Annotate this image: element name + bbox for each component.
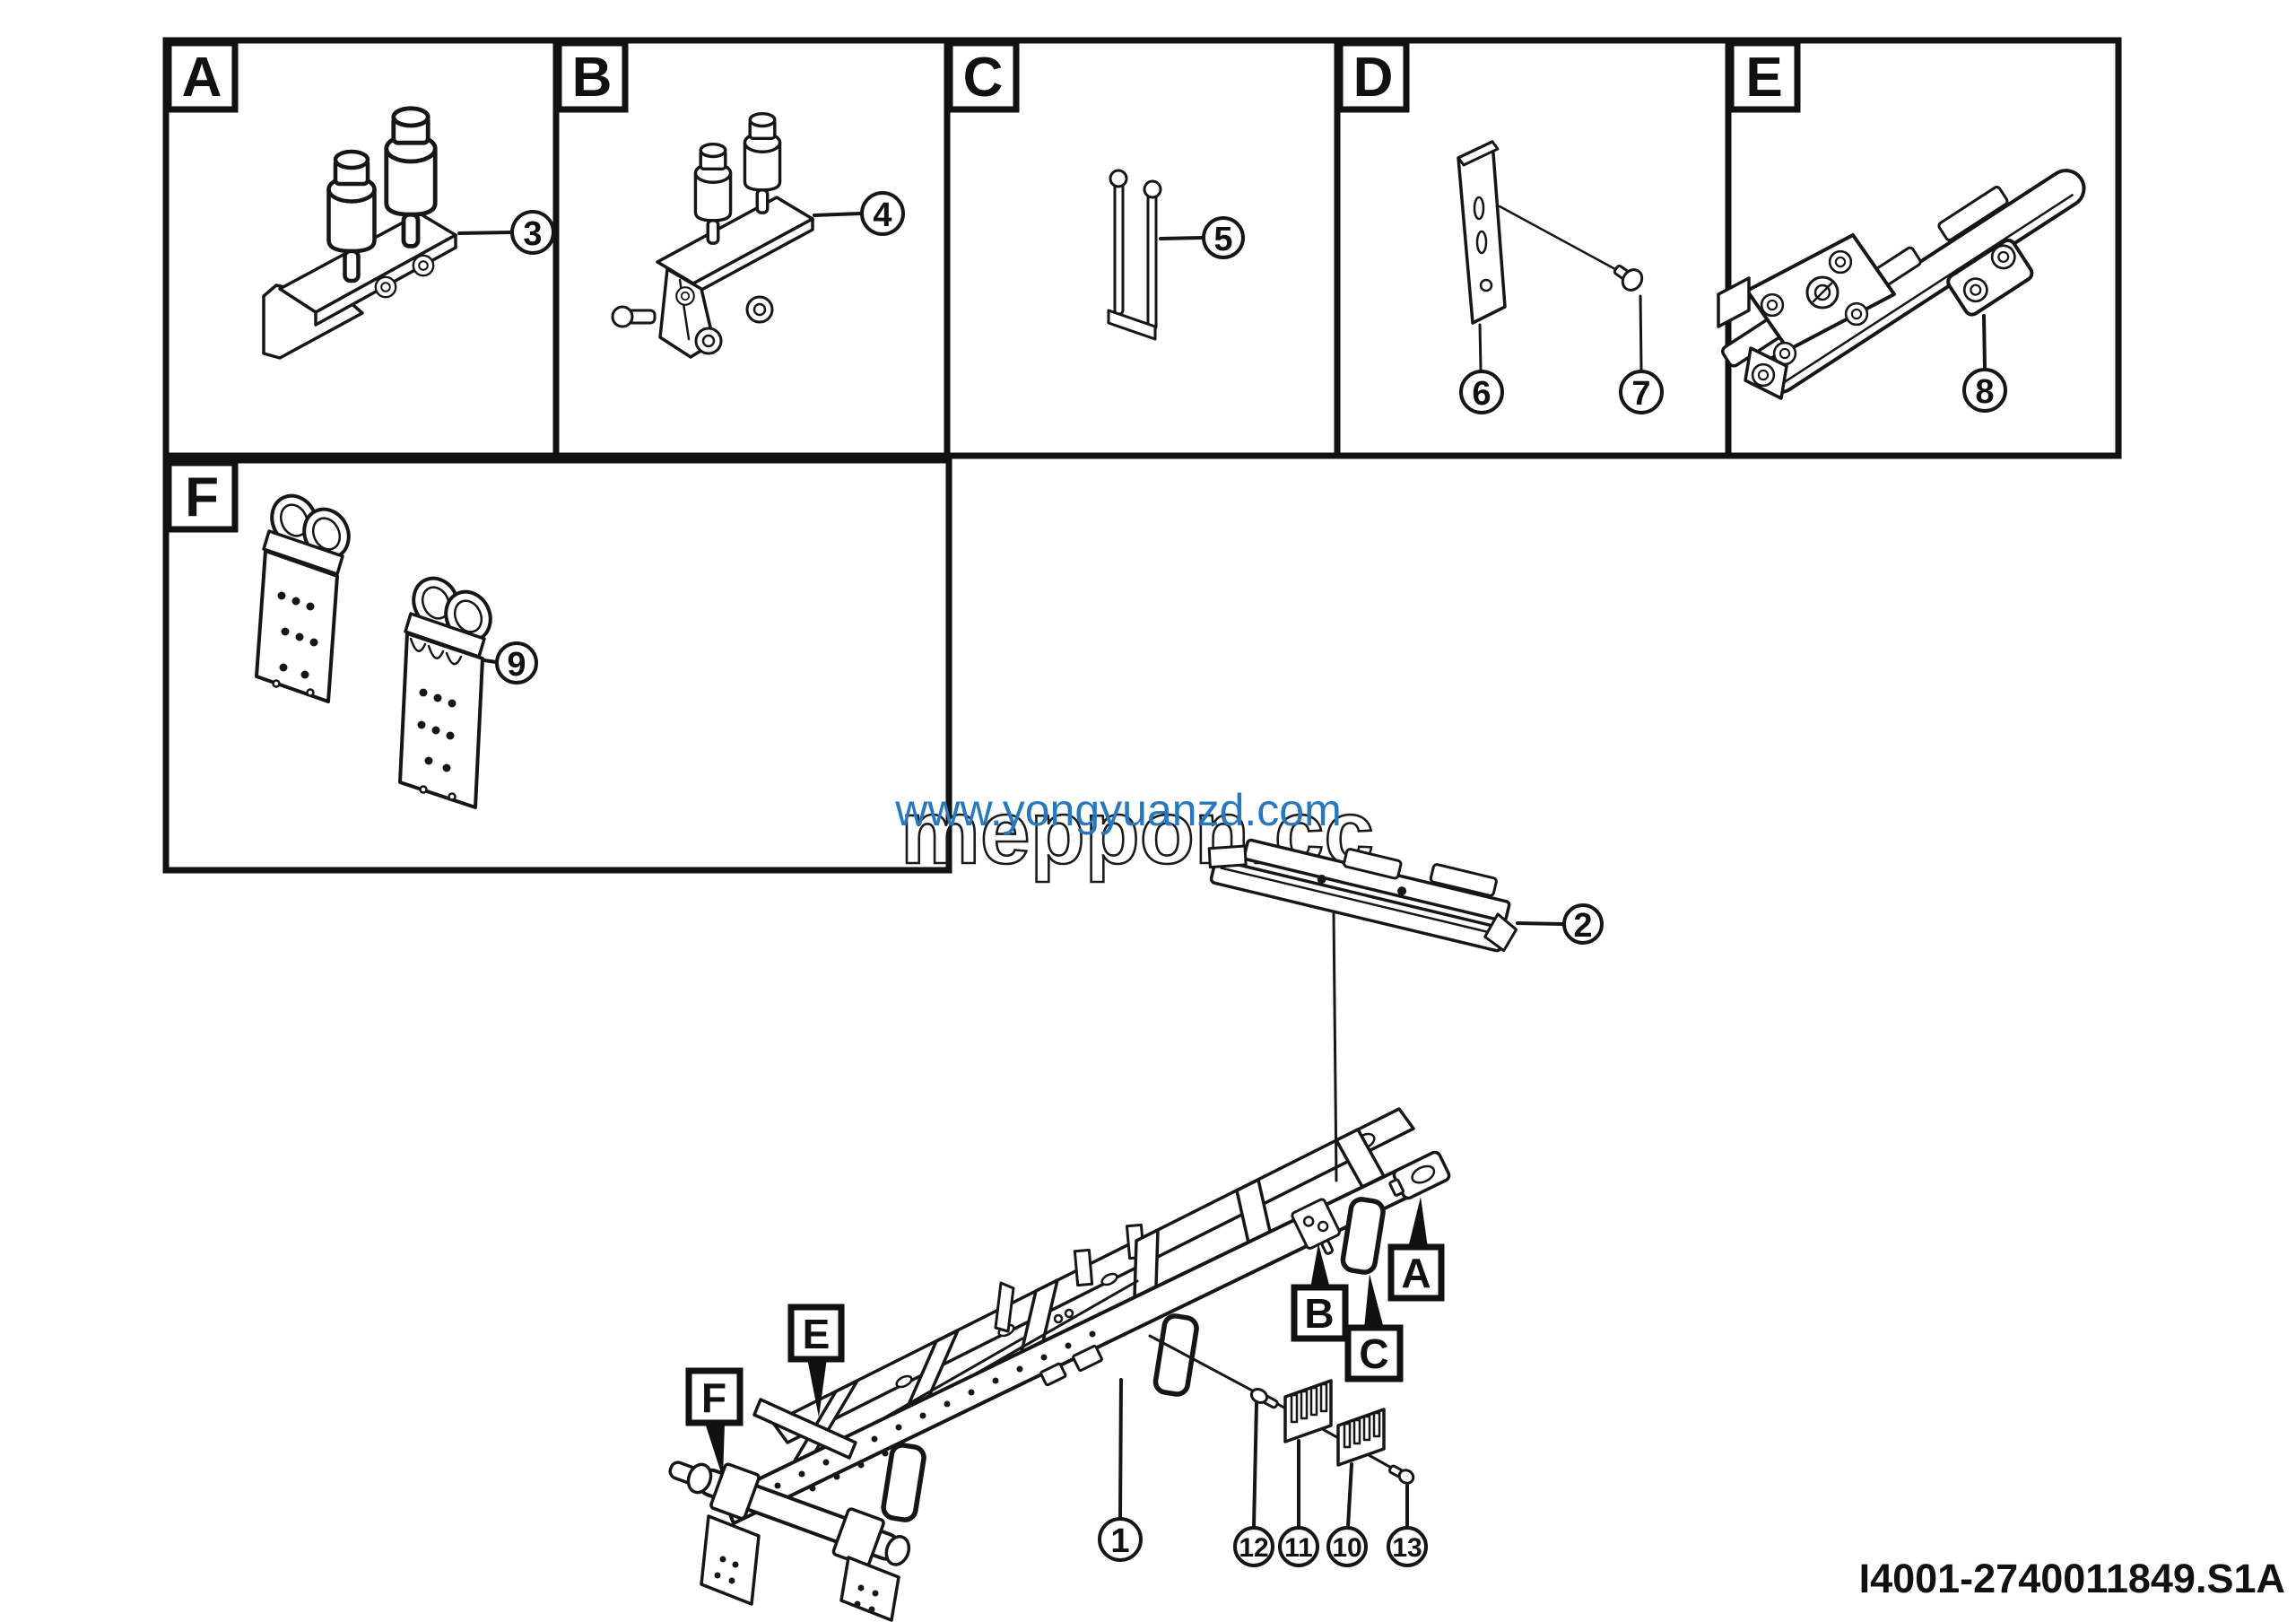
part-6-drawing: 6 xyxy=(1457,140,1507,414)
panel-f-letterbox xyxy=(165,459,239,533)
ref-box-c xyxy=(1344,1324,1404,1382)
panel-e-letterbox xyxy=(1727,39,1801,113)
part-3-drawing: 3 xyxy=(262,109,555,360)
callout-number-4: 4 xyxy=(873,196,891,234)
panel-e-border xyxy=(1725,37,2122,459)
panel-f-letter: F xyxy=(185,467,219,528)
callout-number-1: 1 xyxy=(1110,1522,1129,1560)
bracket-right-part9 xyxy=(398,576,492,809)
callout-circle-9 xyxy=(495,641,538,685)
part-2-drawing: 2 xyxy=(1207,838,1604,1182)
part-5-drawing: 5 xyxy=(1107,169,1245,341)
part-9-drawing: 9 xyxy=(255,493,538,809)
callout-circle-11 xyxy=(1278,1526,1319,1567)
bolt-13 xyxy=(1388,1464,1415,1485)
ref-letter-a: A xyxy=(1401,1250,1431,1296)
callout-number-12: 12 xyxy=(1239,1533,1268,1563)
callout-circle-5 xyxy=(1202,216,1245,259)
callout-number-2: 2 xyxy=(1573,907,1592,945)
panel-b-letter: B xyxy=(572,47,613,109)
callout-number-13: 13 xyxy=(1392,1533,1422,1563)
part-8-drawing: 8 xyxy=(1717,169,2086,413)
ref-letter-e: E xyxy=(803,1311,831,1357)
part-7-drawing: 7 xyxy=(1498,205,1664,414)
panel-grid: A B C D E F xyxy=(162,37,2122,874)
mounted-clamp-a xyxy=(1388,1150,1451,1200)
panel-b-letterbox xyxy=(555,39,629,113)
ref-box-f xyxy=(685,1367,744,1426)
front-cross-tube xyxy=(668,1461,911,1567)
part-4-drawing: 4 xyxy=(611,111,905,359)
ref-letter-b: B xyxy=(1304,1290,1334,1337)
ref-letter-f: F xyxy=(701,1374,726,1421)
callout-circle-6 xyxy=(1459,370,1504,414)
location-labels: A B C E F xyxy=(685,1197,1445,1478)
watermark-url: www.yongyuanzd.com xyxy=(894,785,1341,835)
panel-c-letter: C xyxy=(963,47,1004,109)
panel-c-letterbox xyxy=(946,39,1020,113)
callout-number-5: 5 xyxy=(1213,221,1232,258)
callout-circle-8 xyxy=(1962,368,2007,413)
callout-number-3: 3 xyxy=(523,215,542,253)
drawing-number: I4001-2740011849.S1A xyxy=(1859,1556,2285,1601)
callout-number-11: 11 xyxy=(1284,1533,1313,1563)
panel-a-letter: A xyxy=(182,47,222,109)
callout-circle-7 xyxy=(1619,370,1664,414)
bolt-12 xyxy=(1249,1388,1279,1409)
callout-number-7: 7 xyxy=(1631,375,1650,413)
callout-circle-4 xyxy=(860,191,905,236)
frame-drawing xyxy=(668,1107,1451,1622)
callout-number-10: 10 xyxy=(1332,1533,1361,1563)
callout-number-9: 9 xyxy=(507,646,526,684)
watermark-brand: meppon.cc xyxy=(900,782,1374,883)
callout-circle-3 xyxy=(510,210,555,255)
callout-circle-1 xyxy=(1098,1517,1143,1562)
ref-box-e xyxy=(787,1304,845,1363)
panel-d-letterbox xyxy=(1336,39,1410,113)
mounted-bracket-b xyxy=(1291,1198,1341,1255)
panel-e-letter: E xyxy=(1745,47,1782,109)
panel-f-border xyxy=(162,457,952,874)
main-callouts: 1 12 11 10 13 xyxy=(1098,1378,1428,1567)
panel-a-letterbox xyxy=(165,39,239,113)
ref-box-b xyxy=(1291,1284,1349,1342)
callout-circle-10 xyxy=(1326,1526,1368,1567)
callout-number-8: 8 xyxy=(1975,373,1994,411)
callout-number-6: 6 xyxy=(1472,375,1491,413)
callout-circle-12 xyxy=(1233,1526,1274,1567)
panel-d-letter: D xyxy=(1353,47,1394,109)
small-parts-group xyxy=(1148,1334,1415,1485)
ref-letter-c: C xyxy=(1359,1330,1388,1377)
callout-circle-13 xyxy=(1387,1526,1428,1567)
bracket-left xyxy=(255,493,351,703)
callout-circle-2 xyxy=(1562,903,1604,945)
ref-box-a xyxy=(1387,1243,1445,1302)
